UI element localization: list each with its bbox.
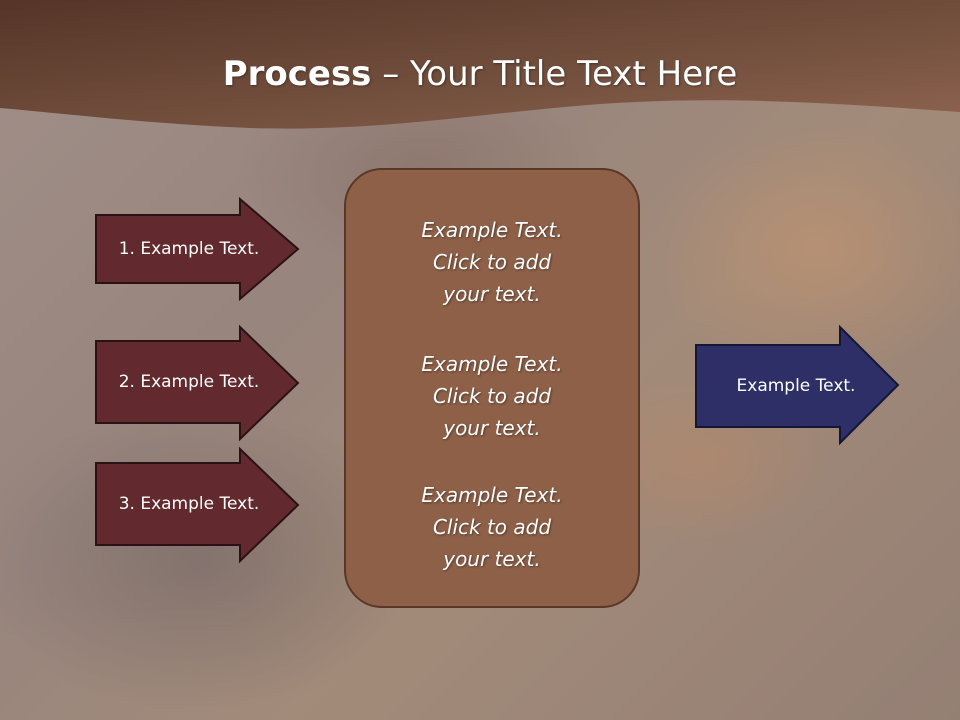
center-item-2: Example Text. Click to add your text. (421, 352, 563, 440)
title-rest: – Your Title Text Here (371, 54, 738, 94)
input-arrow-2-shape (95, 324, 300, 442)
input-arrow-1-shape (95, 196, 300, 302)
output-arrow: Example Text. (695, 324, 900, 446)
center-process-box: Example Text. Click to add your text. Ex… (344, 168, 640, 608)
title-bold: Process (222, 54, 372, 94)
center-item-1: Example Text. Click to add your text. (421, 218, 563, 306)
input-arrow-1: 1. Example Text. (95, 196, 300, 302)
center-item-3: Example Text. Click to add your text. (421, 483, 563, 571)
page-title: Process – Your Title Text Here (0, 52, 960, 96)
input-arrow-3-label: 3. Example Text. (118, 494, 260, 514)
input-arrow-3: 3. Example Text. (95, 446, 300, 564)
input-arrow-3-shape (95, 446, 300, 564)
input-arrow-1-label: 1. Example Text. (118, 239, 260, 259)
header-band (0, 0, 960, 129)
output-arrow-shape (695, 324, 900, 446)
output-arrow-label: Example Text. (736, 376, 856, 396)
input-arrow-2-label: 2. Example Text. (118, 372, 260, 392)
input-arrow-2: 2. Example Text. (95, 324, 300, 442)
